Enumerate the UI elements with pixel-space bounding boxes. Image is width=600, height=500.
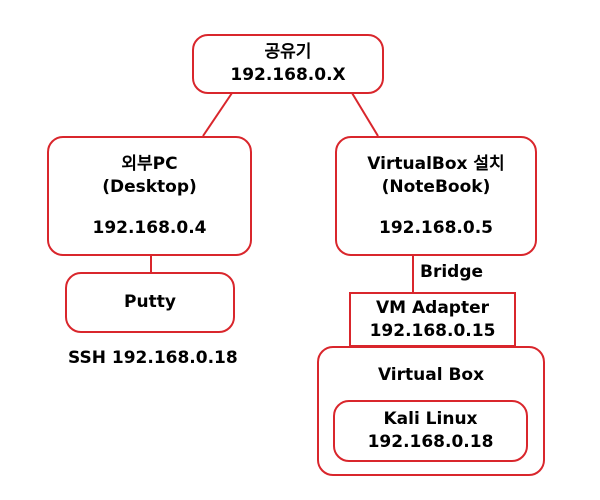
- bridge-label: Bridge: [420, 262, 484, 282]
- vm-adapter-name: VM Adapter: [376, 297, 489, 318]
- external-pc-node: 외부PC (Desktop) 192.168.0.4: [47, 136, 252, 256]
- kali-name: Kali Linux: [383, 409, 478, 429]
- vm-adapter-node: VM Adapter 192.168.0.15: [349, 292, 516, 347]
- kali-ip: 192.168.0.18: [367, 432, 494, 452]
- router-label: 공유기: [264, 42, 312, 62]
- putty-label: Putty: [124, 292, 176, 312]
- external-pc-name: 외부PC: [121, 153, 178, 174]
- putty-node: Putty: [65, 272, 235, 333]
- router-ip: 192.168.0.X: [230, 65, 346, 85]
- router-to-external-pc-line: [202, 92, 233, 137]
- external-pc-ip: 192.168.0.4: [92, 217, 207, 238]
- external-pc-type: (Desktop): [102, 176, 197, 197]
- kali-node: Kali Linux 192.168.0.18: [333, 400, 528, 462]
- notebook-type: (NoteBook): [381, 176, 491, 197]
- notebook-name: VirtualBox 설치: [367, 153, 505, 174]
- vm-adapter-ip: 192.168.0.15: [369, 320, 496, 341]
- notebook-node: VirtualBox 설치 (NoteBook) 192.168.0.5: [335, 136, 537, 256]
- router-to-notebook-line: [351, 92, 379, 137]
- notebook-ip: 192.168.0.5: [378, 217, 493, 238]
- ssh-label: SSH 192.168.0.18: [68, 348, 238, 368]
- router-node: 공유기 192.168.0.X: [192, 34, 384, 94]
- virtualbox-label: Virtual Box: [377, 365, 485, 385]
